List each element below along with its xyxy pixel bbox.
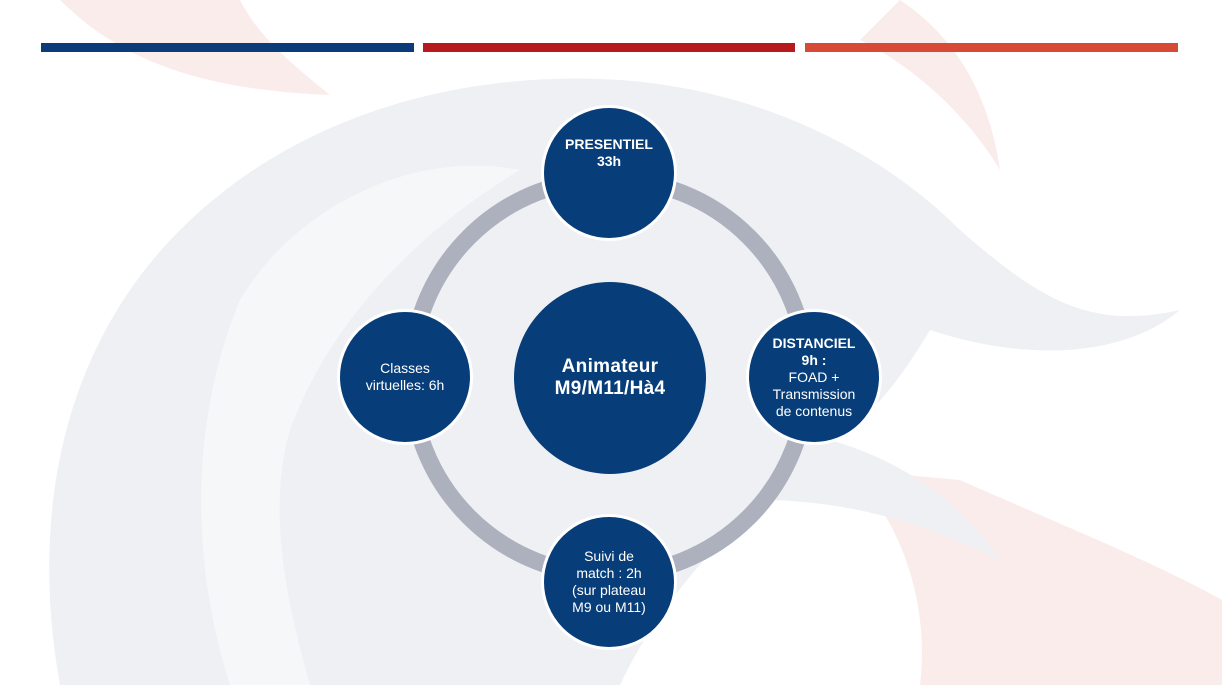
suivi-line-2: match : 2h: [576, 565, 642, 581]
node-presentiel: PRESENTIEL 33h: [541, 105, 677, 241]
suivi-line-3: (sur plateau: [572, 582, 646, 598]
suivi-line-1: Suivi de: [584, 548, 634, 564]
header-bar-red: [423, 43, 795, 52]
suivi-line-4: M9 ou M11): [572, 599, 646, 615]
header-bar-blue: [41, 43, 414, 52]
presentiel-label: PRESENTIEL: [565, 136, 653, 152]
node-classes-virtuelles: Classes virtuelles: 6h: [337, 309, 473, 445]
distanciel-hours: 9h :: [801, 351, 827, 368]
center-line-1: Animateur: [561, 356, 659, 377]
distanciel-line-3: FOAD +: [788, 368, 840, 385]
distanciel-line-4: Transmission: [772, 385, 856, 402]
center-line-2: M9/M11/Hà4: [554, 378, 666, 399]
distanciel-line-5: de contenus: [775, 402, 853, 419]
node-distanciel: DISTANCIEL 9h : FOAD + Transmission de c…: [746, 309, 882, 445]
distanciel-label: DISTANCIEL: [772, 334, 856, 351]
classes-line-1: Classes: [380, 360, 430, 376]
node-animateur: Animateur M9/M11/Hà4: [514, 282, 706, 474]
node-suivi-match: Suivi de match : 2h (sur plateau M9 ou M…: [541, 514, 677, 650]
presentiel-hours: 33h: [596, 153, 622, 169]
header-bar-orange: [805, 43, 1178, 52]
classes-line-2: virtuelles: 6h: [365, 377, 445, 393]
